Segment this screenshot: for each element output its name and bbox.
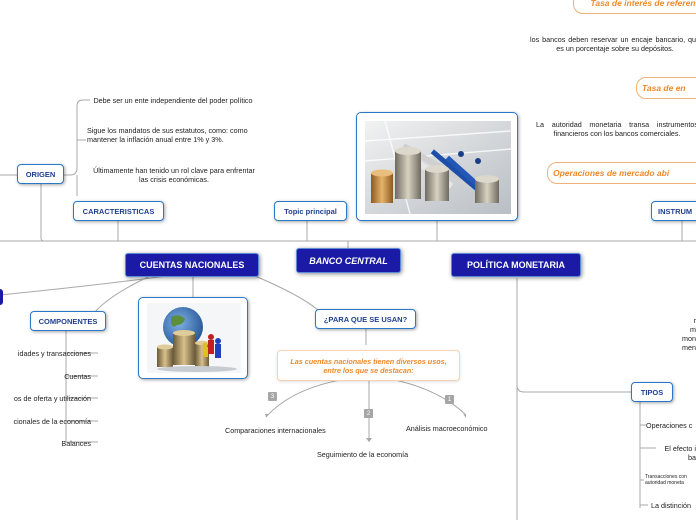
uso-number-2: 2: [364, 409, 373, 418]
tipo-item-4: La distinción: [651, 501, 691, 510]
caracteristicas-label: CARACTERISTICAS: [82, 206, 155, 216]
caracteristica-item-2: Sigue los mandatos de sus estatutos, com…: [87, 126, 248, 144]
tasa-encaje-label: Tasa de en: [642, 83, 686, 93]
cuentas-nacionales-node[interactable]: CUENTAS NACIONALES: [125, 253, 259, 277]
politica-fragment-4: men: [682, 343, 696, 352]
tipos-label: TIPOS: [640, 387, 664, 397]
operaciones-text: La autoridad monetaria transa instrument…: [536, 120, 696, 138]
instrumentos-node[interactable]: INSTRUM: [651, 201, 696, 221]
uso-number-3: 3: [268, 392, 277, 401]
componentes-node[interactable]: COMPONENTES: [30, 311, 106, 331]
componente-item-3: os de oferta y utilización: [13, 394, 91, 403]
operaciones-label: Operaciones de mercado abi: [553, 168, 670, 178]
tasa-interes-title[interactable]: Tasa de interés de referen: [573, 0, 696, 14]
left-offscreen-node[interactable]: [0, 289, 3, 305]
politica-fragment-2: m: [690, 325, 696, 334]
origen-label: ORIGEN: [25, 169, 56, 179]
politica-fragment-3: mon: [682, 334, 696, 343]
tipos-node[interactable]: TIPOS: [631, 382, 673, 402]
tipo-item-3: Transacciones con autoridad moneta: [645, 474, 687, 487]
coins-pens-icon: [365, 121, 511, 214]
banco-central-node[interactable]: BANCO CENTRAL: [296, 248, 401, 273]
caracteristica-item-3: Últimamente han tenido un rol clave para…: [93, 166, 255, 184]
usos-intro-box: Las cuentas nacionales tienen diversos u…: [277, 350, 460, 381]
topic-principal-label: Topic principal: [284, 206, 337, 216]
tasa-interes-label: Tasa de interés de referen: [590, 0, 696, 8]
componente-item-5: Balances: [61, 439, 91, 448]
componente-item-1: idades y transacciones: [17, 349, 91, 358]
operaciones-title[interactable]: Operaciones de mercado abi: [547, 162, 696, 184]
banco-central-label: BANCO CENTRAL: [309, 255, 388, 266]
caracteristica-item-1: Debe ser un ente independiente del poder…: [93, 96, 253, 105]
para-que-se-usan-label: ¿PARA QUE SE USAN?: [323, 314, 408, 324]
tipo-item-1: Operaciones c: [646, 421, 693, 430]
caracteristicas-node[interactable]: CARACTERISTICAS: [73, 201, 164, 221]
globe-coins-image: [138, 297, 248, 379]
usos-intro-text: Las cuentas nacionales tienen diversos u…: [290, 356, 447, 375]
uso-label-2: Seguimiento de la economía: [317, 450, 409, 459]
tipo-item-2: El efecto i ba: [664, 444, 696, 462]
coins-pens-image: [356, 112, 518, 221]
componentes-label: COMPONENTES: [38, 316, 98, 326]
uso-label-1: Análisis macroeconómico: [406, 424, 488, 433]
componente-item-2: Cuentas: [64, 372, 91, 381]
encaje-text: los bancos deben reservar un encaje banc…: [530, 35, 696, 53]
uso-label-3: Comparaciones internacionales: [225, 426, 326, 435]
globe-coins-icon: [147, 303, 241, 373]
origen-node[interactable]: ORIGEN: [17, 164, 64, 184]
tasa-encaje-title[interactable]: Tasa de en: [636, 77, 696, 99]
topic-principal-node[interactable]: Topic principal: [274, 201, 347, 221]
uso-number-1: 1: [445, 395, 454, 404]
componente-item-4: cionales de la economía: [13, 417, 91, 426]
politica-fragment-1: r: [693, 316, 696, 325]
cuentas-nacionales-label: CUENTAS NACIONALES: [139, 260, 245, 270]
instrumentos-label: INSTRUM: [658, 206, 693, 216]
politica-monetaria-node[interactable]: POLÍTICA MONETARIA: [451, 253, 581, 277]
politica-monetaria-label: POLÍTICA MONETARIA: [467, 260, 565, 270]
para-que-se-usan-node[interactable]: ¿PARA QUE SE USAN?: [315, 309, 416, 329]
